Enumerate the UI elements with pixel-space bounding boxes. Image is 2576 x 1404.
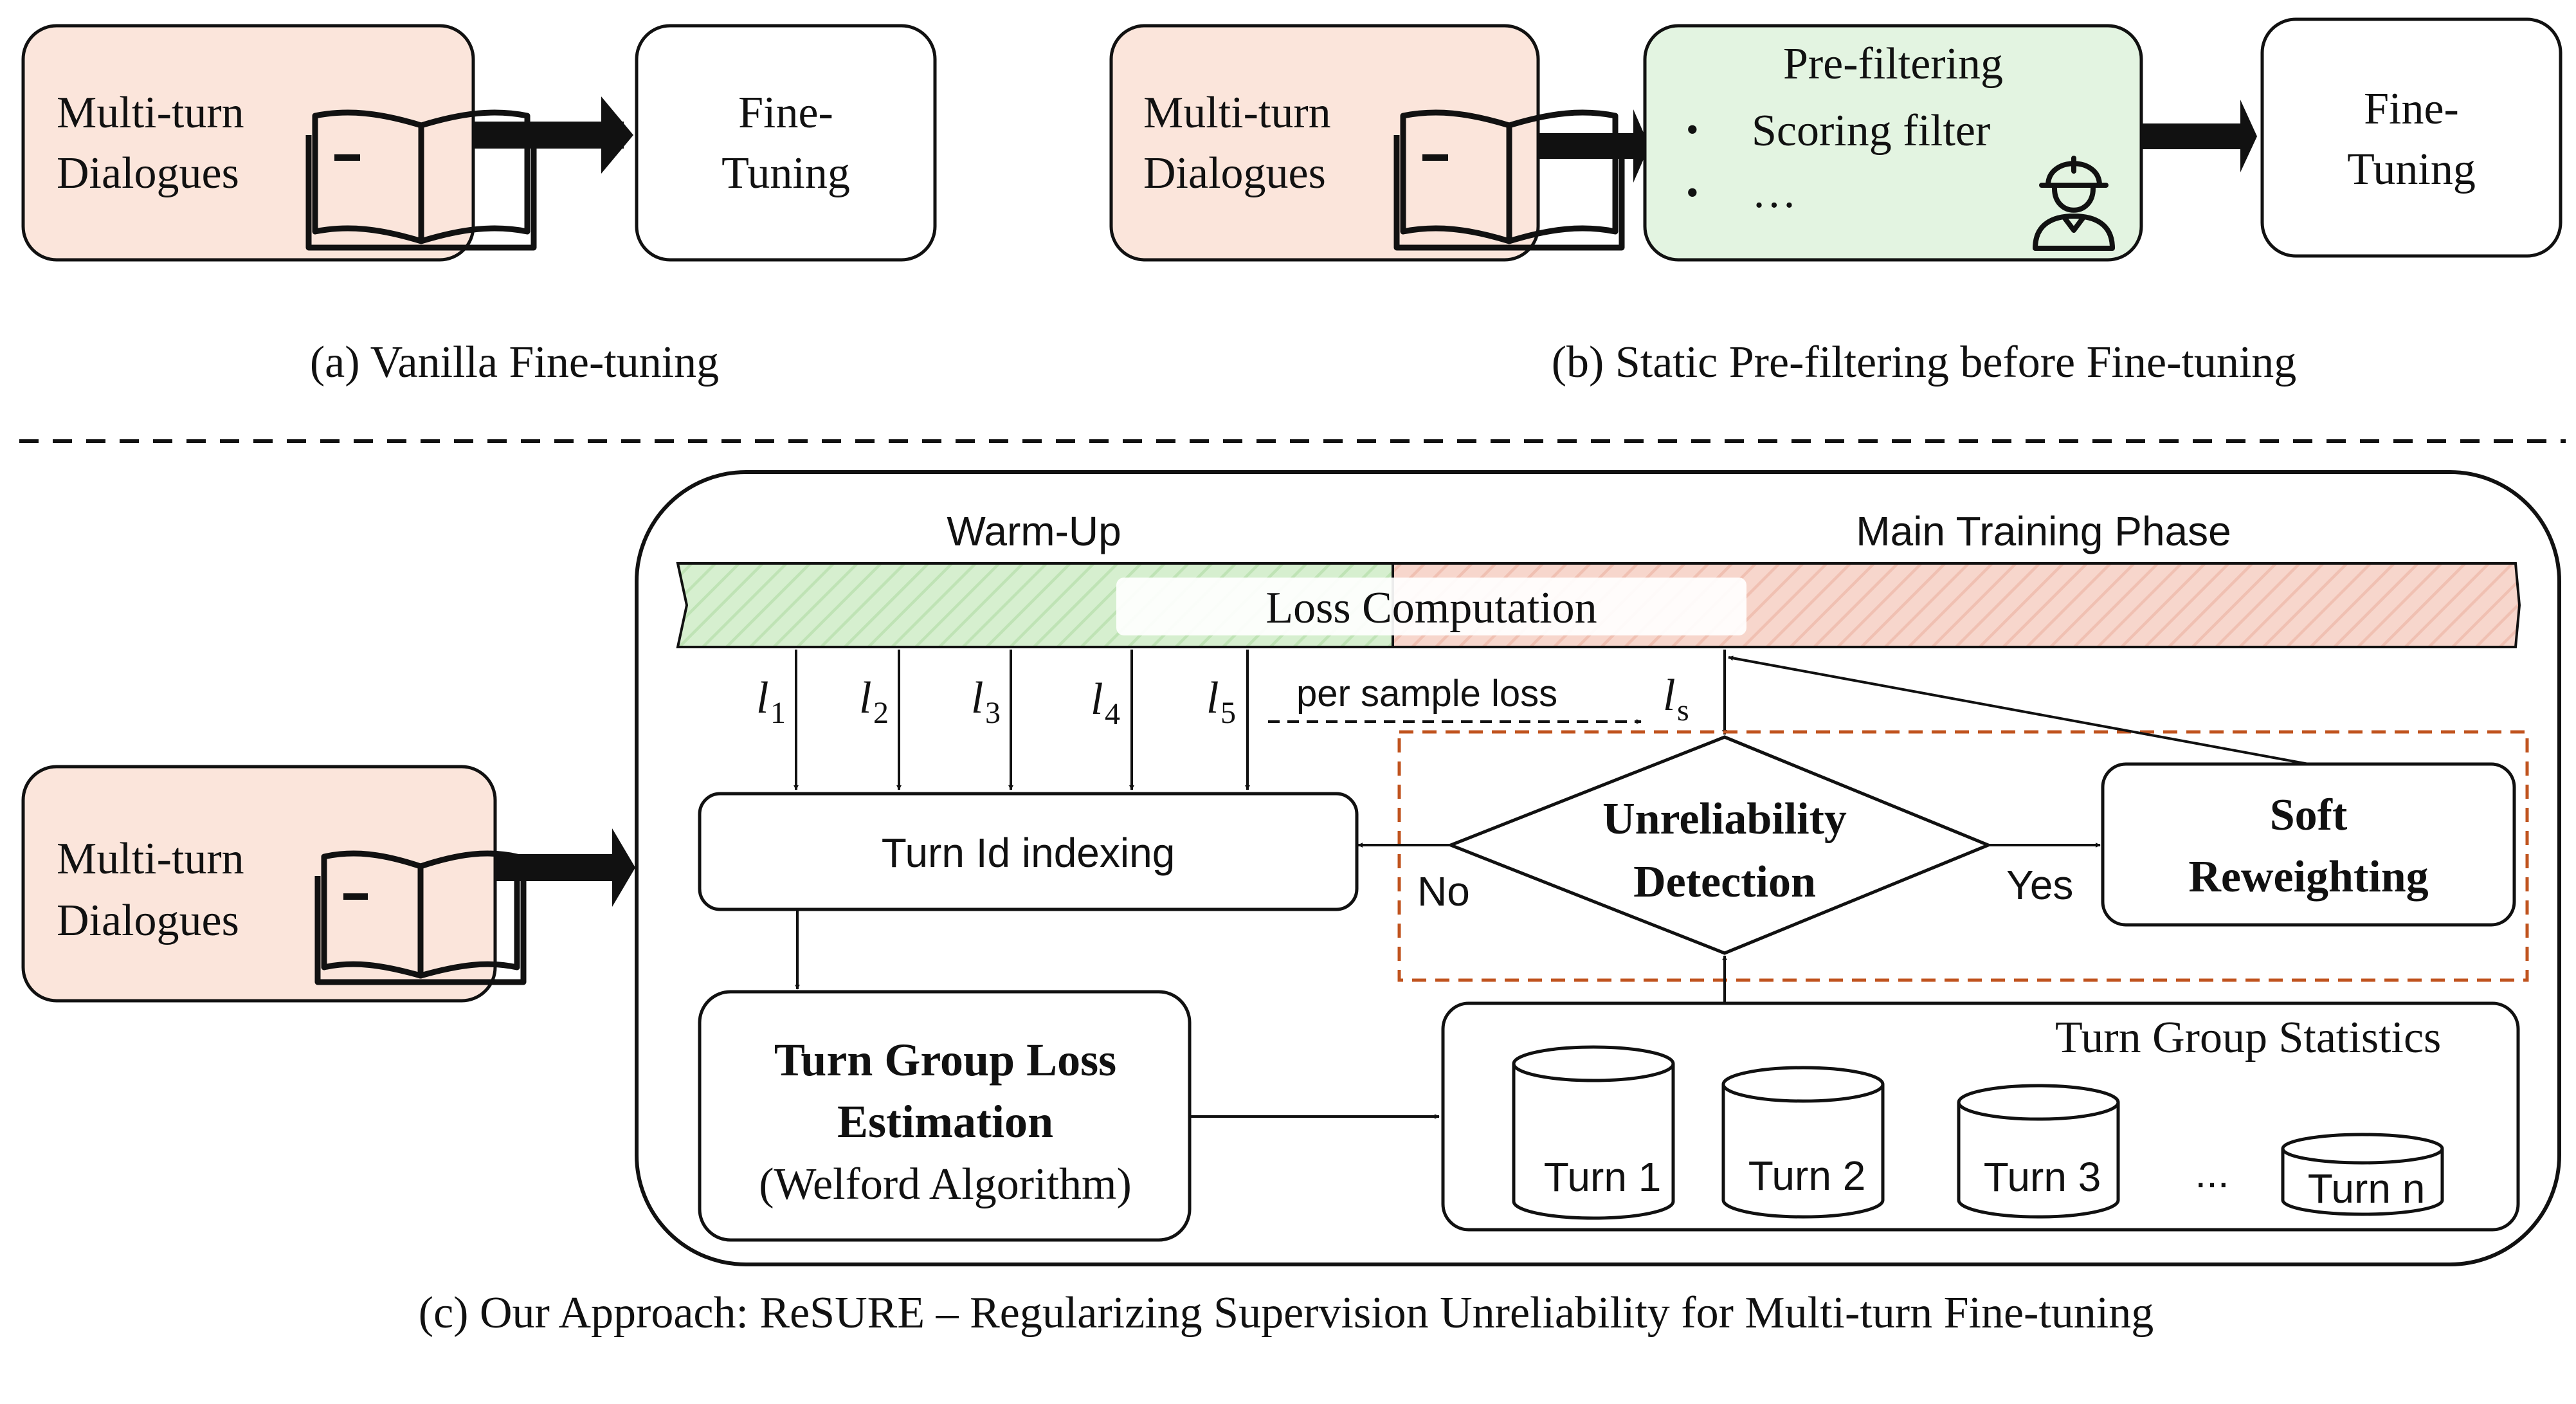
arrow-b1 — [1538, 133, 1636, 159]
turns-ellipsis: ... — [2195, 1150, 2229, 1196]
prefilter-bullet2-mark: • — [1686, 173, 1699, 213]
unreliability-detection-diamond — [1446, 735, 1993, 955]
caption-b: (b) Static Pre-filtering before Fine-tun… — [1552, 338, 2297, 387]
loss-symbol-l2: l 2 — [859, 673, 889, 730]
loss-l5-base: l — [1206, 673, 1219, 723]
warmup-label: Warm-Up — [947, 508, 1121, 554]
reweight-feedback-arrow — [1728, 655, 2309, 765]
loss-ls-base: l — [1663, 671, 1675, 720]
loss-l5-sub: 5 — [1220, 696, 1236, 730]
dialogues-label-b-line1: Multi-turn — [1143, 88, 1331, 138]
turn-2-label: Turn 2 — [1748, 1153, 1866, 1199]
arrow-a-head — [601, 96, 633, 174]
turn-id-indexing-box — [698, 792, 1359, 911]
soft-reweighting-line2: Reweighting — [2188, 852, 2428, 902]
loss-l4-base: l — [1091, 675, 1103, 724]
loss-ls-sub: s — [1677, 693, 1689, 727]
finetune-box-a — [635, 24, 937, 262]
turn-id-indexing-label: Turn Id indexing — [882, 830, 1175, 876]
database-cylinder-icon — [1512, 1045, 1675, 1220]
finetune-label-b-line1: Fine- — [2364, 84, 2459, 134]
statistics-title: Turn Group Statistics — [2055, 1013, 2441, 1062]
panel-b: Multi-turn Dialogues Pre-filtering • Sco… — [1109, 17, 2562, 387]
panel-a: Multi-turn Dialogues Fine- Tuning (a) Va… — [21, 24, 937, 387]
prefilter-bullet1-mark: • — [1686, 110, 1699, 150]
caption-c: (c) Our Approach: ReSURE – Regularizing … — [419, 1288, 2154, 1338]
worker-icon — [2033, 156, 2115, 251]
loss-l3-base: l — [971, 673, 983, 723]
dialogues-box-c — [21, 765, 497, 1003]
dialogues-label-b-line2: Dialogues — [1143, 149, 1326, 198]
prefilter-bullet2: … — [1752, 168, 1797, 217]
loss-l1-sub: 1 — [770, 696, 786, 730]
reweighting-region — [1397, 730, 2529, 982]
loss-l1-base: l — [756, 673, 768, 723]
loss-symbol-l1: l 1 — [756, 673, 786, 730]
database-cylinder-icon — [2281, 1133, 2444, 1216]
loss-computation-label: Loss Computation — [1265, 583, 1597, 633]
finetune-box-b — [2260, 17, 2562, 258]
loss-symbol-l3: l 3 — [971, 673, 1001, 730]
unreliability-label-line1: Unreliability — [1602, 794, 1847, 844]
turn-1-label: Turn 1 — [1544, 1154, 1662, 1200]
estimation-label-line2: Estimation — [837, 1096, 1053, 1147]
yes-label: Yes — [2006, 862, 2073, 908]
loss-l2-base: l — [859, 673, 871, 723]
loss-l3-sub: 3 — [985, 696, 1001, 730]
database-cylinder-icon — [1957, 1084, 2120, 1219]
prefilter-title: Pre-filtering — [1783, 39, 2003, 89]
estimation-label-line3: (Welford Algorithm) — [759, 1160, 1132, 1209]
arrow-c — [495, 854, 617, 881]
dialogues-box-b — [1109, 24, 1540, 262]
panel-c: Multi-turn Dialogues Warm-Up Main Traini… — [21, 470, 2561, 1338]
loss-computation-label-bg — [1116, 578, 1746, 635]
turn-n-label: Turn n — [2308, 1165, 2426, 1212]
open-book-icon — [314, 850, 527, 985]
turn-3-label: Turn 3 — [1984, 1154, 2101, 1200]
dialogues-box-a — [21, 24, 475, 262]
open-book-icon — [1393, 109, 1625, 251]
main-phase-label: Main Training Phase — [1856, 508, 2231, 554]
soft-reweighting-line1: Soft — [2270, 790, 2348, 840]
dialogues-label-c-line1: Multi-turn — [57, 834, 244, 884]
finetune-label-a-line2: Tuning — [721, 149, 850, 198]
per-sample-loss-label: per sample loss — [1296, 673, 1557, 715]
arrow-b2 — [2141, 123, 2244, 149]
open-book-icon — [305, 109, 537, 251]
prefilter-bullet1: Scoring filter — [1752, 106, 1990, 156]
loss-symbol-l4: l 4 — [1091, 675, 1120, 731]
dialogues-label-a-line2: Dialogues — [57, 149, 239, 198]
estimation-label-line1: Turn Group Loss — [774, 1034, 1116, 1086]
caption-a: (a) Vanilla Fine-tuning — [310, 338, 719, 387]
finetune-label-a-line1: Fine- — [738, 88, 833, 138]
no-label: No — [1417, 868, 1470, 915]
dialogues-label-c-line2: Dialogues — [57, 896, 239, 945]
arrow-c-head — [612, 828, 635, 907]
arrow-b1-head — [1633, 109, 1649, 183]
loss-symbol-l5: l 5 — [1206, 673, 1236, 730]
loss-l4-sub: 4 — [1105, 697, 1120, 731]
dialogues-label-a-line1: Multi-turn — [57, 88, 244, 138]
database-cylinder-icon — [1721, 1066, 1885, 1219]
loss-symbol-ls: l s — [1663, 671, 1689, 727]
arrow-b2-head — [2240, 100, 2257, 172]
unreliability-label-line2: Detection — [1633, 857, 1816, 907]
loss-l2-sub: 2 — [873, 696, 889, 730]
finetune-label-b-line2: Tuning — [2347, 145, 2476, 194]
